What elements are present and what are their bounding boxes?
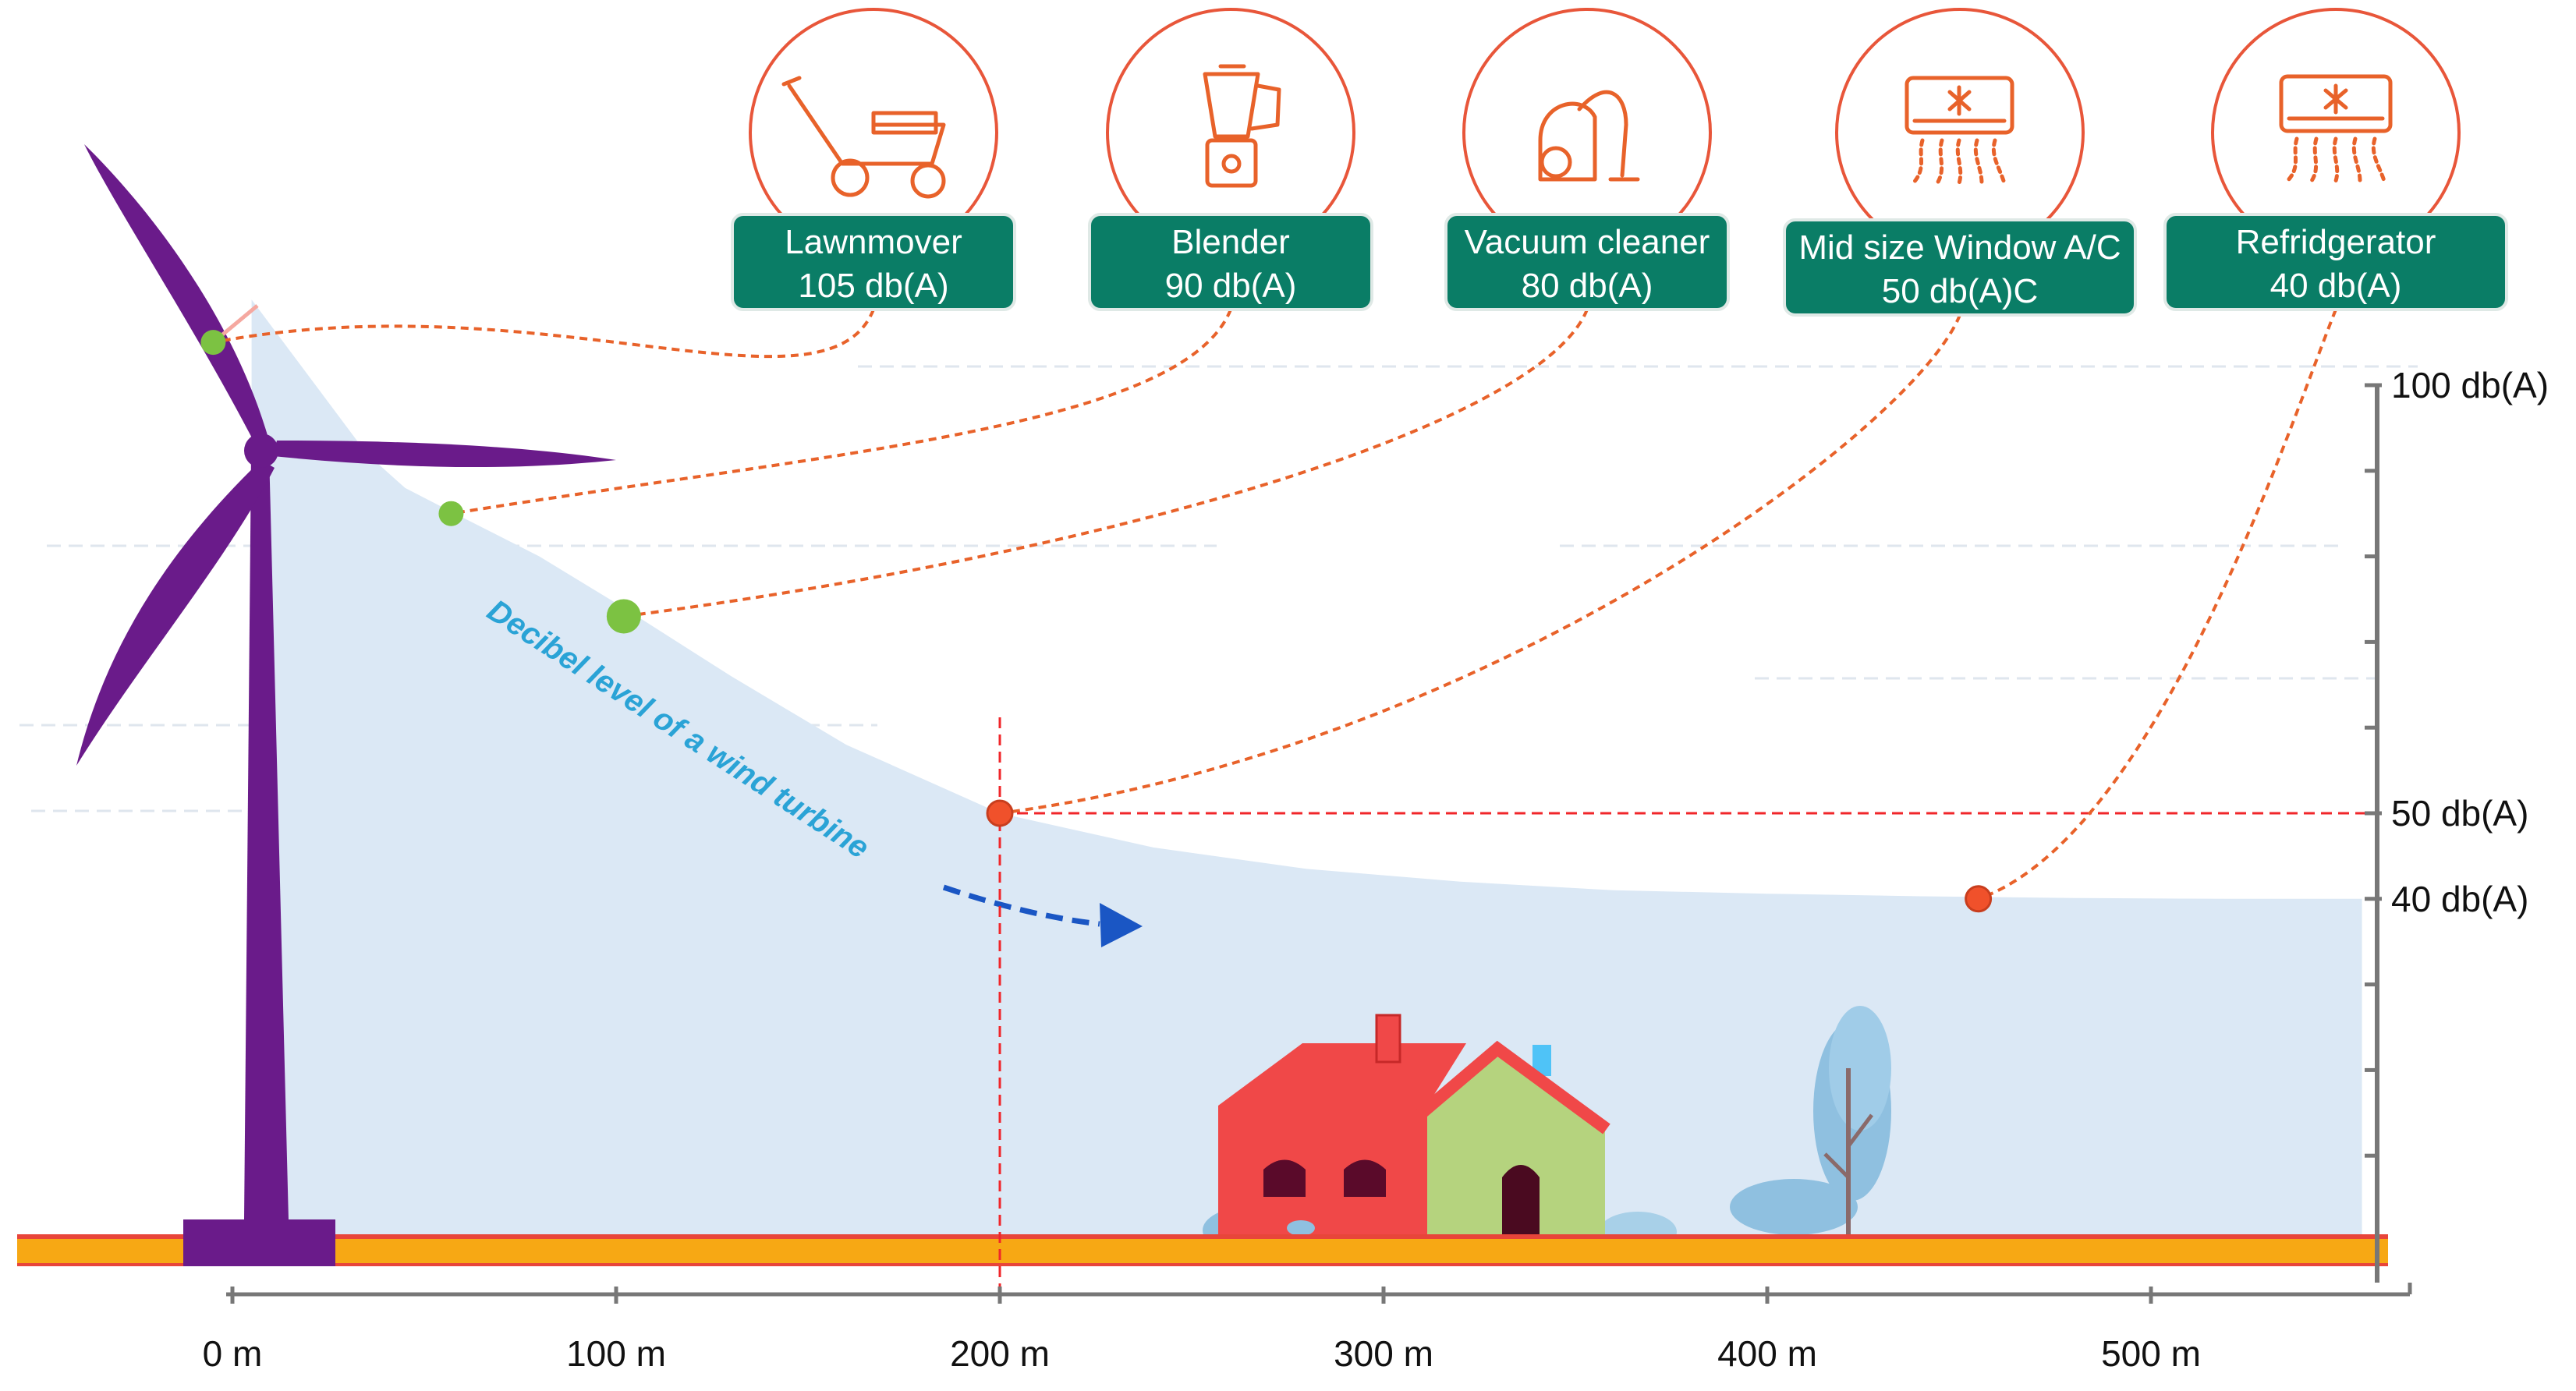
x-tick-label: 0 m xyxy=(203,1333,263,1374)
window-ac-icon xyxy=(1905,76,2014,186)
x-tick-label: 200 m xyxy=(950,1333,1050,1374)
appliance-name: Refridgerator xyxy=(2236,223,2436,261)
curve-arrowhead xyxy=(1100,903,1143,947)
x-tick-label: 500 m xyxy=(2101,1333,2201,1374)
refrigerator-icon xyxy=(2279,74,2393,183)
connector-line xyxy=(623,309,1589,618)
appliance-name: Blender xyxy=(1171,223,1290,261)
connector-line xyxy=(451,309,1232,515)
appliance-decibel: 80 db(A) xyxy=(1522,267,1653,305)
x-tick-label: 100 m xyxy=(566,1333,666,1374)
label-box xyxy=(1783,218,2137,317)
axes: 100 db(A) 50 db(A) 40 db(A) 0 m 100 m 200 m 30… xyxy=(203,365,2549,1374)
label-box xyxy=(731,213,1016,311)
data-point xyxy=(1965,885,1993,913)
x-tick-label: 300 m xyxy=(1334,1333,1433,1374)
appliance-decibel: 50 db(A)C xyxy=(1882,272,2039,310)
ground xyxy=(17,1234,2388,1266)
connector-line xyxy=(1977,309,2337,901)
appliance-name: Lawnmover xyxy=(785,223,962,261)
y-tick-label: 40 db(A) xyxy=(2391,879,2528,919)
appliance-decibel: 105 db(A) xyxy=(798,267,948,305)
y-tick-label: 50 db(A) xyxy=(2391,793,2528,834)
appliance-decibel: 40 db(A) xyxy=(2270,267,2402,305)
wind-turbine xyxy=(76,144,616,1266)
connectors xyxy=(211,304,2337,901)
label-box xyxy=(1088,213,1373,311)
curve-arrow xyxy=(942,884,1100,927)
lawnmower-icon xyxy=(781,76,946,199)
data-point xyxy=(438,501,464,526)
y-tick-label: 100 db(A) xyxy=(2391,365,2549,405)
tree xyxy=(1730,1006,1891,1240)
data-point xyxy=(606,599,641,634)
house xyxy=(1203,1014,1677,1254)
label-box xyxy=(2163,213,2508,311)
data-point xyxy=(986,799,1014,827)
label-box xyxy=(1444,213,1730,311)
appliance-decibel: 90 db(A) xyxy=(1165,267,1297,305)
x-tick-label: 400 m xyxy=(1717,1333,1817,1374)
vacuum-cleaner-icon xyxy=(1538,90,1640,182)
appliance-name: Vacuum cleaner xyxy=(1465,223,1710,261)
appliance-icons xyxy=(749,8,2461,257)
reference-points xyxy=(200,330,1993,913)
connector-line xyxy=(999,314,1961,815)
blender-icon xyxy=(1203,64,1281,188)
connector-line xyxy=(213,309,875,359)
appliance-name: Mid size Window A/C xyxy=(1798,228,2121,267)
appliance-labels: Lawnmover 105 db(A) Blender 90 db(A) Vacuum … xyxy=(731,213,2508,317)
noise-level-area xyxy=(251,299,2362,1242)
data-point xyxy=(200,330,226,356)
